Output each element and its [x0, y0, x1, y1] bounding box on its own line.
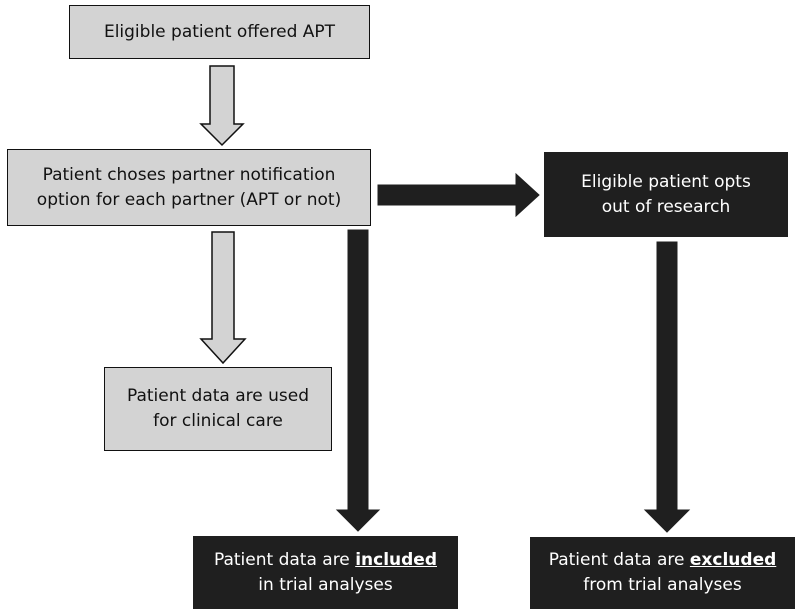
- node-label-prefix: Patient data are: [548, 550, 690, 570]
- node-patient-chooses-option: Patient choses partner notification opti…: [7, 149, 371, 226]
- included-emphasis: included: [355, 549, 437, 570]
- arrow-chooses-to-included: [335, 229, 381, 532]
- node-label-line-2: out of research: [601, 196, 731, 217]
- node-patient-offered-apt: Eligible patient offered APT: [69, 5, 370, 59]
- node-label-line-1: Patient choses partner notification: [42, 164, 336, 185]
- node-label-line-2: from trial analyses: [583, 575, 742, 595]
- node-label-line-1: Eligible patient opts: [581, 171, 751, 192]
- node-patient-opts-out: Eligible patient opts out of research: [544, 152, 788, 237]
- node-label-prefix: Patient data are: [213, 549, 356, 570]
- node-label-line-2: in trial analyses: [258, 574, 393, 595]
- node-data-excluded: Patient data are excluded from trial ana…: [530, 537, 795, 609]
- node-label-line-2: for clinical care: [153, 411, 283, 431]
- excluded-emphasis: excluded: [689, 550, 777, 570]
- arrow-offered-to-chooses: [199, 65, 245, 147]
- node-label-line-1: Patient data are excluded: [549, 548, 777, 573]
- node-label: Eligible patient offered APT: [103, 21, 336, 42]
- arrow-chooses-to-optout: [377, 172, 540, 218]
- arrow-chooses-to-clinical: [199, 231, 247, 365]
- node-data-included: Patient data are included in trial analy…: [193, 536, 458, 609]
- node-data-clinical-care: Patient data are used for clinical care: [104, 367, 332, 451]
- node-label-line-1: Patient data are used: [126, 386, 310, 406]
- node-label-line-2: option for each partner (APT or not): [36, 189, 342, 210]
- arrow-optout-to-excluded: [643, 241, 691, 533]
- node-label-line-1: Patient data are included: [214, 548, 437, 573]
